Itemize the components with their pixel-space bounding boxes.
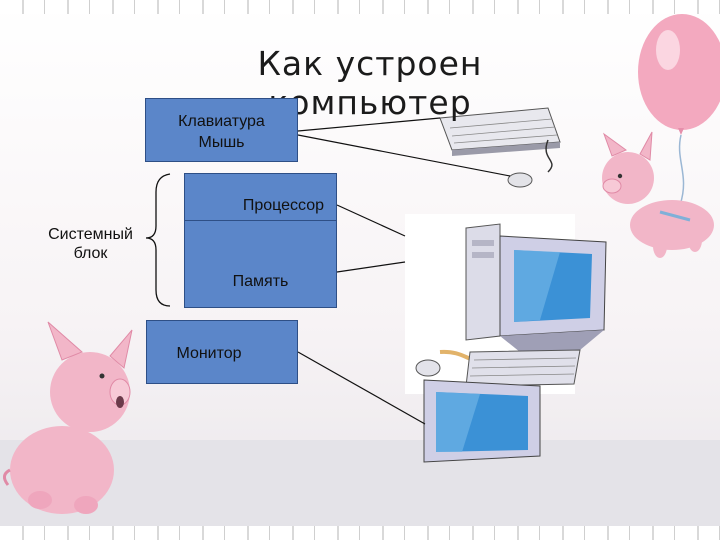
input-devices-box: Клавиатура Мышь	[145, 98, 298, 162]
balloon-illustration	[638, 14, 720, 206]
sitting-pig-illustration	[3, 321, 133, 514]
memory-box: Память	[184, 220, 337, 308]
connector-lines	[297, 117, 511, 425]
cpu-box: Процессор	[184, 173, 337, 221]
system-unit-label-line2: блок	[73, 245, 108, 262]
system-unit-label-line1: Системный	[48, 226, 133, 243]
memory-label: Память	[232, 273, 289, 290]
input-box-line2: Мышь	[198, 134, 245, 151]
monitor-icon	[423, 379, 541, 463]
cpu-connector-line	[336, 204, 406, 237]
monitor-connector-line	[297, 351, 426, 425]
mouse-connector-line	[297, 134, 511, 177]
slide-title: Как устроен компьютер	[257, 44, 483, 122]
memory-connector-line	[336, 261, 406, 273]
input-box-line1: Клавиатура	[178, 113, 265, 130]
computer-icon	[405, 214, 607, 394]
floor-band	[0, 440, 720, 526]
cpu-label: Процессор	[242, 197, 324, 214]
bottom-border-stripe	[0, 526, 720, 540]
monitor-label: Монитор	[176, 345, 242, 362]
system-unit-label: Системный блок	[38, 225, 143, 263]
flying-pig-illustration	[602, 131, 714, 258]
mouse-icon	[507, 139, 553, 188]
monitor-box: Монитор	[146, 320, 298, 384]
top-border-stripe	[0, 0, 720, 14]
keyboard-connector-line	[297, 117, 441, 132]
system-unit-brace	[145, 173, 171, 307]
keyboard-icon	[439, 107, 561, 156]
